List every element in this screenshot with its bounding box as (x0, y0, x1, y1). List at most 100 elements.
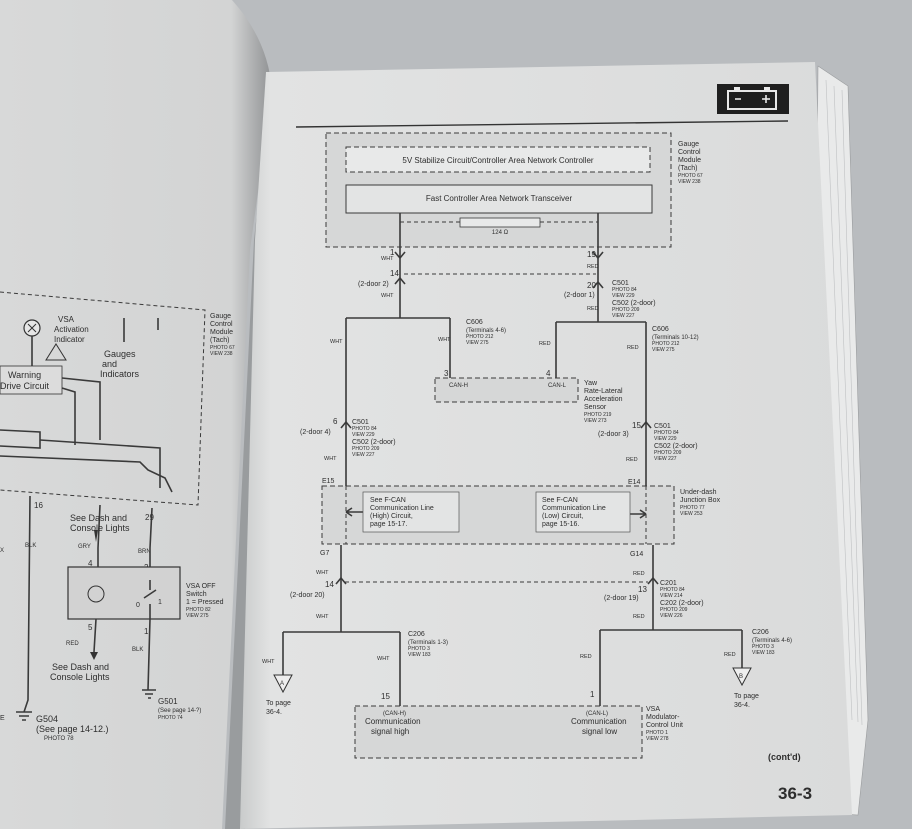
svg-text:C606: C606 (466, 319, 483, 326)
wire-wht-8: WHT (262, 659, 275, 665)
vsa-off-switch-box (67, 566, 181, 620)
door-2-label: (2-door 2) (358, 281, 389, 288)
transceiver-label: Fast Controller Area Network Transceiver (426, 194, 573, 203)
left-pin-16: 16 (34, 501, 43, 510)
svg-text:G504: G504 (36, 714, 58, 724)
wire-red-9: RED (724, 652, 736, 658)
vsa-modulator-box (354, 705, 643, 759)
wire-wht-6: WHT (316, 570, 329, 576)
transceiver-box (345, 184, 653, 214)
wire-wht-9: WHT (377, 656, 390, 662)
can-high-trunk (345, 247, 451, 486)
pin-14-lower: 14 (325, 580, 334, 589)
can-low-trunk (555, 247, 647, 486)
pin-13: 13 (638, 585, 647, 594)
module-name-1: Gauge (678, 141, 699, 148)
svg-text:(Terminals 4-6): (Terminals 4-6) (466, 328, 506, 334)
svg-text:C502 (2-door): C502 (2-door) (352, 439, 396, 446)
left-wire-blk: BLK (25, 543, 36, 549)
svg-text:(See page 14-12.): (See page 14-12.) (36, 724, 109, 734)
can-high-lower (282, 545, 401, 706)
svg-text:signal high: signal high (371, 727, 409, 736)
wire-red-6: RED (633, 571, 645, 577)
svg-text:PHOTO 209: PHOTO 209 (612, 307, 640, 313)
wire-wht-2: WHT (381, 293, 394, 299)
svg-text:PHOTO 209: PHOTO 209 (352, 446, 380, 452)
svg-text:VIEW 253: VIEW 253 (680, 511, 703, 517)
svg-text:G501: G501 (158, 697, 178, 706)
svg-text:C206: C206 (408, 631, 425, 638)
see-dash-bottom: See Dash and Console Lights (50, 662, 110, 682)
pin-20: 20 (587, 281, 596, 290)
c501-mid-right: C501 PHOTO 84 VIEW 229 C502 (2-door) PHO… (654, 423, 698, 462)
e15-label: E15 (322, 478, 335, 485)
wire-red-4: RED (627, 345, 639, 351)
junction-note-left (362, 491, 460, 533)
vsa-indicator-label: VSA Activation Indicator (54, 315, 89, 344)
left-wire-brn: BRN (138, 549, 151, 555)
svg-text:PHOTO 3: PHOTO 3 (752, 644, 774, 650)
section-badge (717, 84, 789, 114)
left-pin-1: 1 (144, 627, 149, 636)
svg-text:Acceleration: Acceleration (584, 396, 623, 403)
wire-wht-1: WHT (381, 256, 394, 262)
svg-text:Gauge: Gauge (210, 313, 231, 320)
svg-text:(Terminals 4-6): (Terminals 4-6) (752, 638, 792, 644)
pin-15-vsa: 15 (381, 692, 390, 701)
svg-text:B: B (739, 674, 743, 680)
svg-text:PHOTO 84: PHOTO 84 (654, 430, 679, 436)
svg-text:See Dash and: See Dash and (70, 513, 127, 523)
svg-text:PHOTO 78: PHOTO 78 (44, 736, 74, 742)
svg-text:VIEW 275: VIEW 275 (652, 347, 675, 353)
svg-text:36-4.: 36-4. (266, 709, 282, 716)
junction-right-text: See F-CAN Communication Line (Low) Circu… (542, 497, 606, 528)
svg-text:Indicator: Indicator (54, 335, 85, 344)
svg-text:VIEW 229: VIEW 229 (654, 436, 677, 442)
svg-text:PHOTO 3: PHOTO 3 (408, 646, 430, 652)
svg-text:Communication: Communication (365, 717, 421, 726)
right-page (240, 62, 852, 829)
svg-text:VIEW 214: VIEW 214 (660, 593, 683, 599)
pin-14: 14 (390, 269, 399, 278)
svg-text:Control: Control (210, 321, 233, 328)
svg-text:Module: Module (210, 329, 233, 336)
svg-text:VIEW 229: VIEW 229 (352, 432, 375, 438)
svg-text:page 15-17.: page 15-17. (370, 521, 407, 528)
svg-text:PHOTO 1: PHOTO 1 (646, 730, 668, 736)
svg-text:Communication Line: Communication Line (370, 505, 434, 512)
svg-text:C206: C206 (752, 629, 769, 636)
g14-label: G14 (630, 551, 643, 558)
svg-text:PHOTO 67: PHOTO 67 (210, 345, 235, 351)
left-pin-4: 4 (88, 559, 93, 568)
svg-text:VIEW 278: VIEW 278 (646, 736, 669, 742)
svg-text:(Terminals 1-3): (Terminals 1-3) (408, 640, 448, 646)
svg-text:VIEW 227: VIEW 227 (352, 452, 375, 458)
c606-left: C606 (Terminals 4-6) PHOTO 212 VIEW 275 (466, 319, 506, 346)
door-3-label: (2-door 3) (598, 431, 629, 438)
svg-text:Console Lights: Console Lights (70, 523, 130, 533)
svg-text:A: A (280, 681, 284, 687)
svg-text:PHOTO 84: PHOTO 84 (660, 587, 685, 593)
svg-text:1 = Pressed: 1 = Pressed (186, 599, 224, 606)
svg-text:(CAN-H): (CAN-H) (383, 711, 406, 717)
left-pin-29: 29 (145, 513, 154, 522)
svg-text:(Low) Circuit,: (Low) Circuit, (542, 513, 583, 520)
svg-text:PHOTO 84: PHOTO 84 (612, 287, 637, 293)
pin-1-vsa: 1 (590, 690, 595, 699)
svg-text:To page: To page (734, 693, 759, 700)
svg-text:Gauges: Gauges (104, 349, 136, 359)
svg-text:Switch: Switch (186, 591, 207, 598)
vsa-name: VSA Modulator- Control Unit PHOTO 1 VIEW… (646, 706, 683, 742)
page-edges-lines (825, 79, 863, 726)
svg-text:Control Unit: Control Unit (646, 722, 683, 729)
to-page-a: A To page 36-4. (266, 674, 293, 716)
yaw-label: Yaw Rate-Lateral Acceleration Sensor PHO… (584, 380, 623, 424)
left-gcm-label: Gauge Control Module (Tach) PHOTO 67 VIE… (210, 313, 235, 357)
svg-text:Communication: Communication (571, 717, 627, 726)
g7-label: G7 (320, 550, 329, 557)
svg-text:C501: C501 (352, 419, 369, 426)
can-low-lower (599, 545, 743, 706)
wire-red-5: RED (626, 457, 638, 463)
svg-text:To page: To page (266, 700, 291, 707)
